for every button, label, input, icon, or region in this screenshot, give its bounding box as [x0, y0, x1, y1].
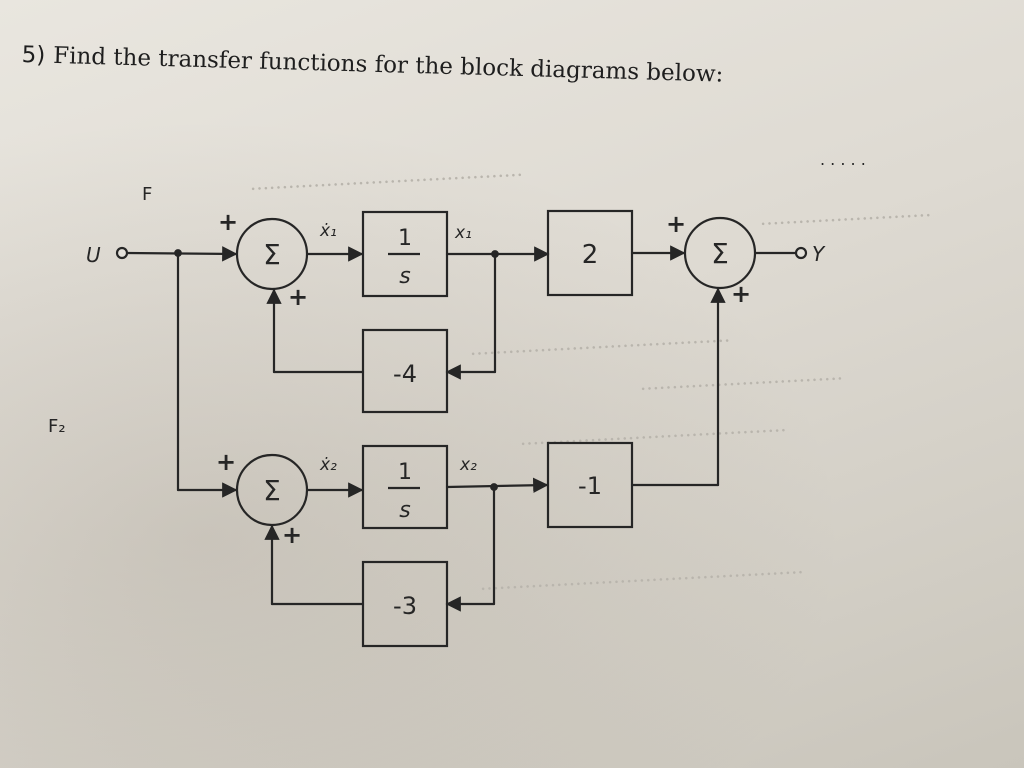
gain-neg1-value: -1 [578, 472, 602, 500]
blocks [361, 209, 634, 648]
wires [115, 245, 808, 612]
upper-left-mark: F [142, 184, 152, 205]
block-integrator-2 [361, 444, 449, 530]
int1-denominator: s [399, 264, 410, 289]
sigma-output: Σ [711, 237, 729, 270]
svg-text:..............................: ........................................… [519, 412, 787, 450]
svg-text:...........................: ........................... [759, 197, 932, 230]
label-x2: x₂ [459, 455, 477, 475]
plus-lower-fb: + [282, 521, 302, 549]
block-integrator-1 [361, 210, 449, 298]
show-through-text: ........................................… [249, 157, 932, 595]
top-right-dots: . . . . . [820, 150, 866, 169]
feedback-1-value: -4 [393, 360, 417, 388]
input-label-u: U [86, 243, 101, 267]
block-gain-2 [546, 209, 634, 297]
svg-text:..............................: ........................................… [479, 554, 804, 595]
summer-lower-left [235, 453, 309, 527]
block-feedback-1 [361, 328, 449, 414]
sigma-upper-left: Σ [263, 238, 281, 271]
plus-lower-in: + [216, 448, 236, 476]
svg-text:..............................: ................................ [639, 360, 843, 395]
summer-upper-left [235, 217, 309, 291]
svg-text:..............................: ........................................… [469, 322, 731, 360]
lower-left-mark: F₂ [48, 416, 66, 437]
gain-2-value: 2 [582, 240, 599, 270]
int2-denominator: s [399, 498, 410, 523]
sigma-lower-left: Σ [263, 474, 281, 507]
int1-numerator: 1 [398, 226, 412, 251]
plus-output-lower: + [731, 280, 751, 308]
output-label-y: Y [812, 242, 826, 266]
block-feedback-2 [361, 560, 449, 648]
label-x1-dot: ẋ₁ [319, 221, 337, 241]
svg-text:..............................: ........................................… [249, 157, 523, 195]
plus-upper-in: + [218, 208, 238, 236]
plus-upper-fb: + [288, 283, 308, 311]
feedback-2-value: -3 [393, 592, 417, 620]
block-gain-neg1 [546, 441, 634, 529]
int2-numerator: 1 [398, 460, 412, 485]
summing-junctions [235, 216, 757, 527]
summer-output [683, 216, 757, 290]
label-x2-dot: ẋ₂ [319, 455, 337, 475]
marks: . . . . . F F₂ [48, 150, 866, 437]
plus-output-in: + [666, 210, 686, 238]
label-x1: x₁ [454, 223, 472, 243]
